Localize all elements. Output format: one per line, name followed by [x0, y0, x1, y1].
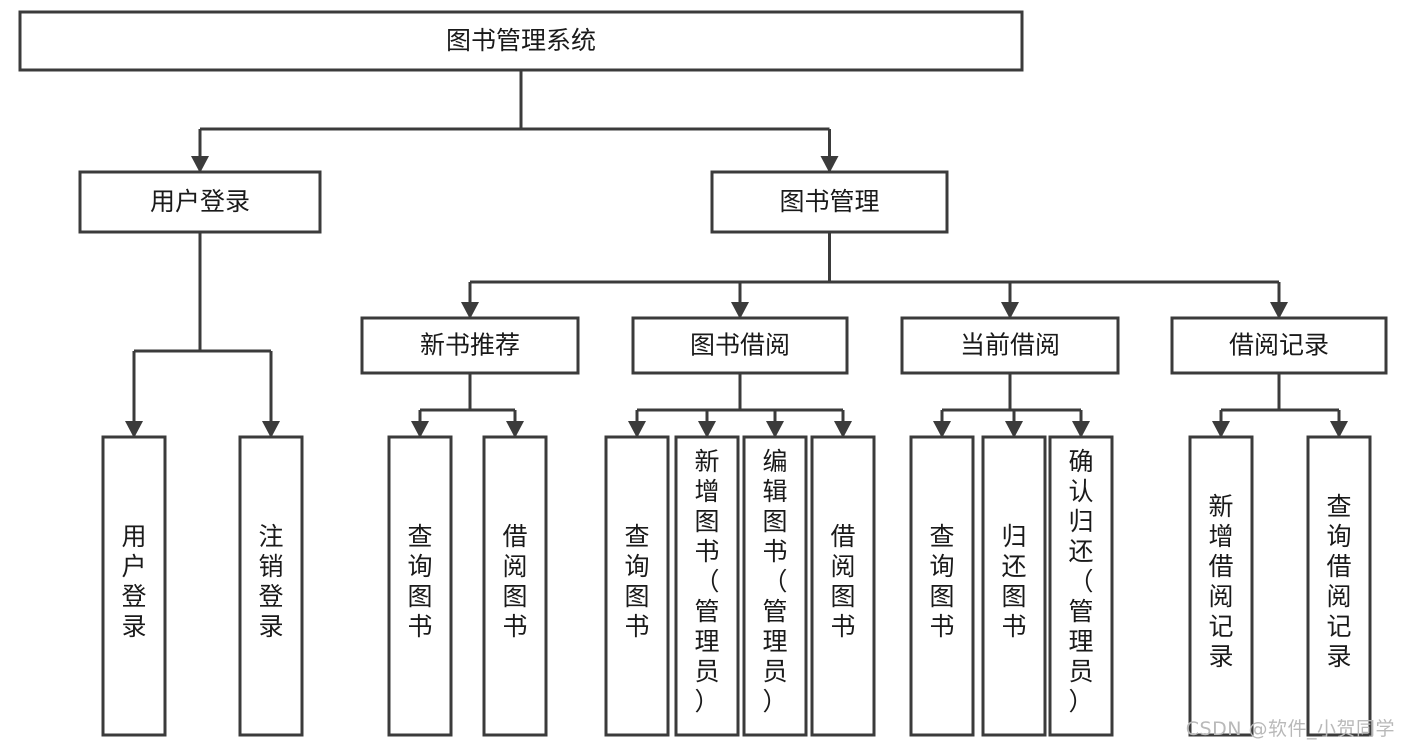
arrow-head-icon — [125, 421, 143, 438]
node-leaf-borrow-book-2[interactable]: 借阅图书 — [810, 435, 876, 737]
arrow-head-icon — [628, 421, 646, 438]
node-label: 查询图书 — [624, 522, 649, 641]
connector-layer — [125, 70, 1348, 438]
arrow-head-icon — [461, 302, 479, 319]
node-new-book-rec[interactable]: 新书推荐 — [360, 316, 580, 375]
node-label: 确认归还（管理员） — [1068, 447, 1093, 716]
node-label: 归还图书 — [1001, 522, 1026, 641]
node-leaf-return-book[interactable]: 归还图书 — [981, 435, 1047, 737]
arrow-head-icon — [506, 421, 524, 438]
node-book-manage[interactable]: 图书管理 — [710, 170, 949, 234]
arrow-head-icon — [1001, 302, 1019, 319]
node-label: 注销登录 — [258, 522, 283, 641]
node-leaf-user-logout[interactable]: 注销登录 — [238, 435, 304, 737]
node-label: 查询图书 — [929, 522, 954, 641]
node-leaf-query-book-2[interactable]: 查询图书 — [604, 435, 670, 737]
node-borrow-record[interactable]: 借阅记录 — [1170, 316, 1388, 375]
node-label: 图书借阅 — [690, 331, 790, 360]
node-leaf-borrow-book-1[interactable]: 借阅图书 — [482, 435, 548, 737]
node-label: 图书管理 — [779, 187, 879, 216]
arrow-head-icon — [698, 421, 716, 438]
arrow-head-icon — [834, 421, 852, 438]
arrow-head-icon — [820, 156, 839, 173]
arrow-head-icon — [933, 421, 951, 438]
node-root-图书管理系统[interactable]: 图书管理系统 — [18, 10, 1024, 72]
node-leaf-add-book[interactable]: 新增图书（管理员） — [674, 435, 740, 737]
node-label: 用户登录 — [121, 522, 146, 641]
node-label: 查询借阅记录 — [1326, 492, 1351, 671]
arrow-head-icon — [262, 421, 280, 438]
arrow-head-icon — [731, 302, 749, 319]
arrow-head-icon — [1330, 421, 1348, 438]
node-label: 新书推荐 — [420, 331, 520, 360]
node-leaf-query-book-1[interactable]: 查询图书 — [387, 435, 453, 737]
node-label: 借阅图书 — [830, 522, 855, 641]
arrow-head-icon — [1270, 302, 1288, 319]
node-label: 查询图书 — [407, 522, 432, 641]
node-label: 当前借阅 — [960, 331, 1060, 360]
arrow-head-icon — [1005, 421, 1023, 438]
node-leaf-query-book-3[interactable]: 查询图书 — [909, 435, 975, 737]
arrow-head-icon — [766, 421, 784, 438]
node-leaf-query-record[interactable]: 查询借阅记录 — [1306, 435, 1372, 737]
node-current-borrow[interactable]: 当前借阅 — [900, 316, 1120, 375]
node-label: 借阅记录 — [1229, 331, 1329, 360]
node-label: 编辑图书（管理员） — [762, 447, 787, 716]
arrow-head-icon — [191, 156, 209, 173]
node-layer: 图书管理系统用户登录图书管理新书推荐图书借阅当前借阅借阅记录用户登录注销登录查询… — [18, 10, 1388, 737]
node-label: 用户登录 — [150, 187, 250, 216]
arrow-head-icon — [1072, 421, 1090, 438]
node-leaf-confirm-return[interactable]: 确认归还（管理员） — [1048, 435, 1114, 737]
node-label: 图书管理系统 — [446, 26, 596, 55]
node-leaf-edit-book[interactable]: 编辑图书（管理员） — [742, 435, 808, 737]
arrow-head-icon — [1212, 421, 1230, 438]
node-user-login[interactable]: 用户登录 — [78, 170, 322, 234]
node-book-borrow[interactable]: 图书借阅 — [631, 316, 849, 375]
node-label: 新增借阅记录 — [1208, 492, 1233, 671]
arrow-head-icon — [411, 421, 429, 438]
node-label: 新增图书（管理员） — [694, 447, 719, 716]
node-leaf-user-login[interactable]: 用户登录 — [101, 435, 167, 737]
node-leaf-add-record[interactable]: 新增借阅记录 — [1188, 435, 1254, 737]
node-label: 借阅图书 — [502, 522, 527, 641]
